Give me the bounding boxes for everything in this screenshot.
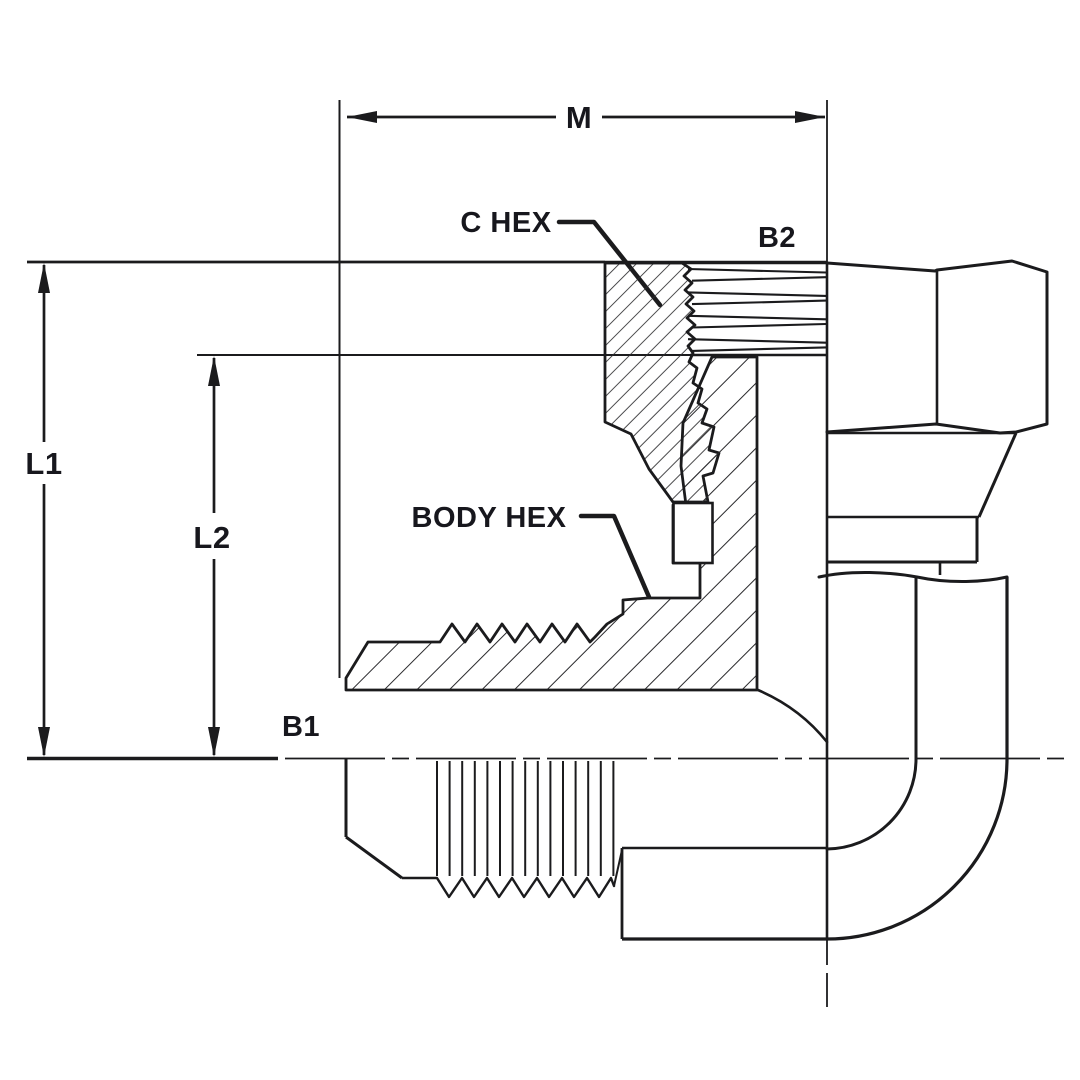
thread-runout-edge bbox=[613, 849, 623, 887]
hex-bottom-edge bbox=[825, 422, 1049, 435]
elbow-side-view bbox=[613, 571, 1009, 941]
nut-cone-edge bbox=[977, 432, 1018, 518]
body-cross-section bbox=[344, 267, 829, 744]
b2-thread-lines bbox=[687, 267, 827, 352]
centerlines bbox=[285, 100, 1065, 1007]
bore-bend-fillet bbox=[756, 688, 829, 744]
m-arrow-right bbox=[795, 111, 825, 123]
hex-top-edge bbox=[825, 259, 1049, 274]
l2-dimension-label: L2 bbox=[193, 520, 230, 555]
l2-arrow-bottom bbox=[208, 727, 220, 757]
l1-arrow-bottom bbox=[38, 727, 50, 757]
male-thread-side-view bbox=[344, 759, 616, 899]
retaining-ring-groove bbox=[672, 501, 714, 565]
elbow-inner-bend-arc bbox=[825, 757, 918, 851]
flange-top-edge bbox=[817, 571, 1009, 583]
thread-crest-zigzag bbox=[435, 876, 616, 899]
thread-crest-lines bbox=[436, 761, 615, 876]
body-hex-callout: BODY HEX bbox=[412, 502, 652, 600]
elbow-outer-bend-arc bbox=[825, 757, 1009, 941]
c-hex-label: C HEX bbox=[460, 207, 551, 239]
m-dimension: M bbox=[347, 100, 825, 135]
m-arrow-left bbox=[347, 111, 377, 123]
swivel-nut-side-view bbox=[825, 259, 1049, 939]
body-hex-label: BODY HEX bbox=[412, 502, 567, 534]
l1-dimension: L1 bbox=[25, 260, 605, 757]
b2-label: B2 bbox=[758, 222, 796, 254]
l1-arrow-top bbox=[38, 263, 50, 293]
body-hex-leader-line bbox=[578, 513, 652, 600]
m-dimension-label: M bbox=[566, 100, 592, 135]
l1-dimension-label: L1 bbox=[25, 446, 62, 481]
l2-arrow-top bbox=[208, 356, 220, 386]
nose-chamfer-edge bbox=[345, 835, 403, 880]
b1-label: B1 bbox=[282, 711, 320, 743]
b1-reference: B1 bbox=[27, 711, 320, 761]
